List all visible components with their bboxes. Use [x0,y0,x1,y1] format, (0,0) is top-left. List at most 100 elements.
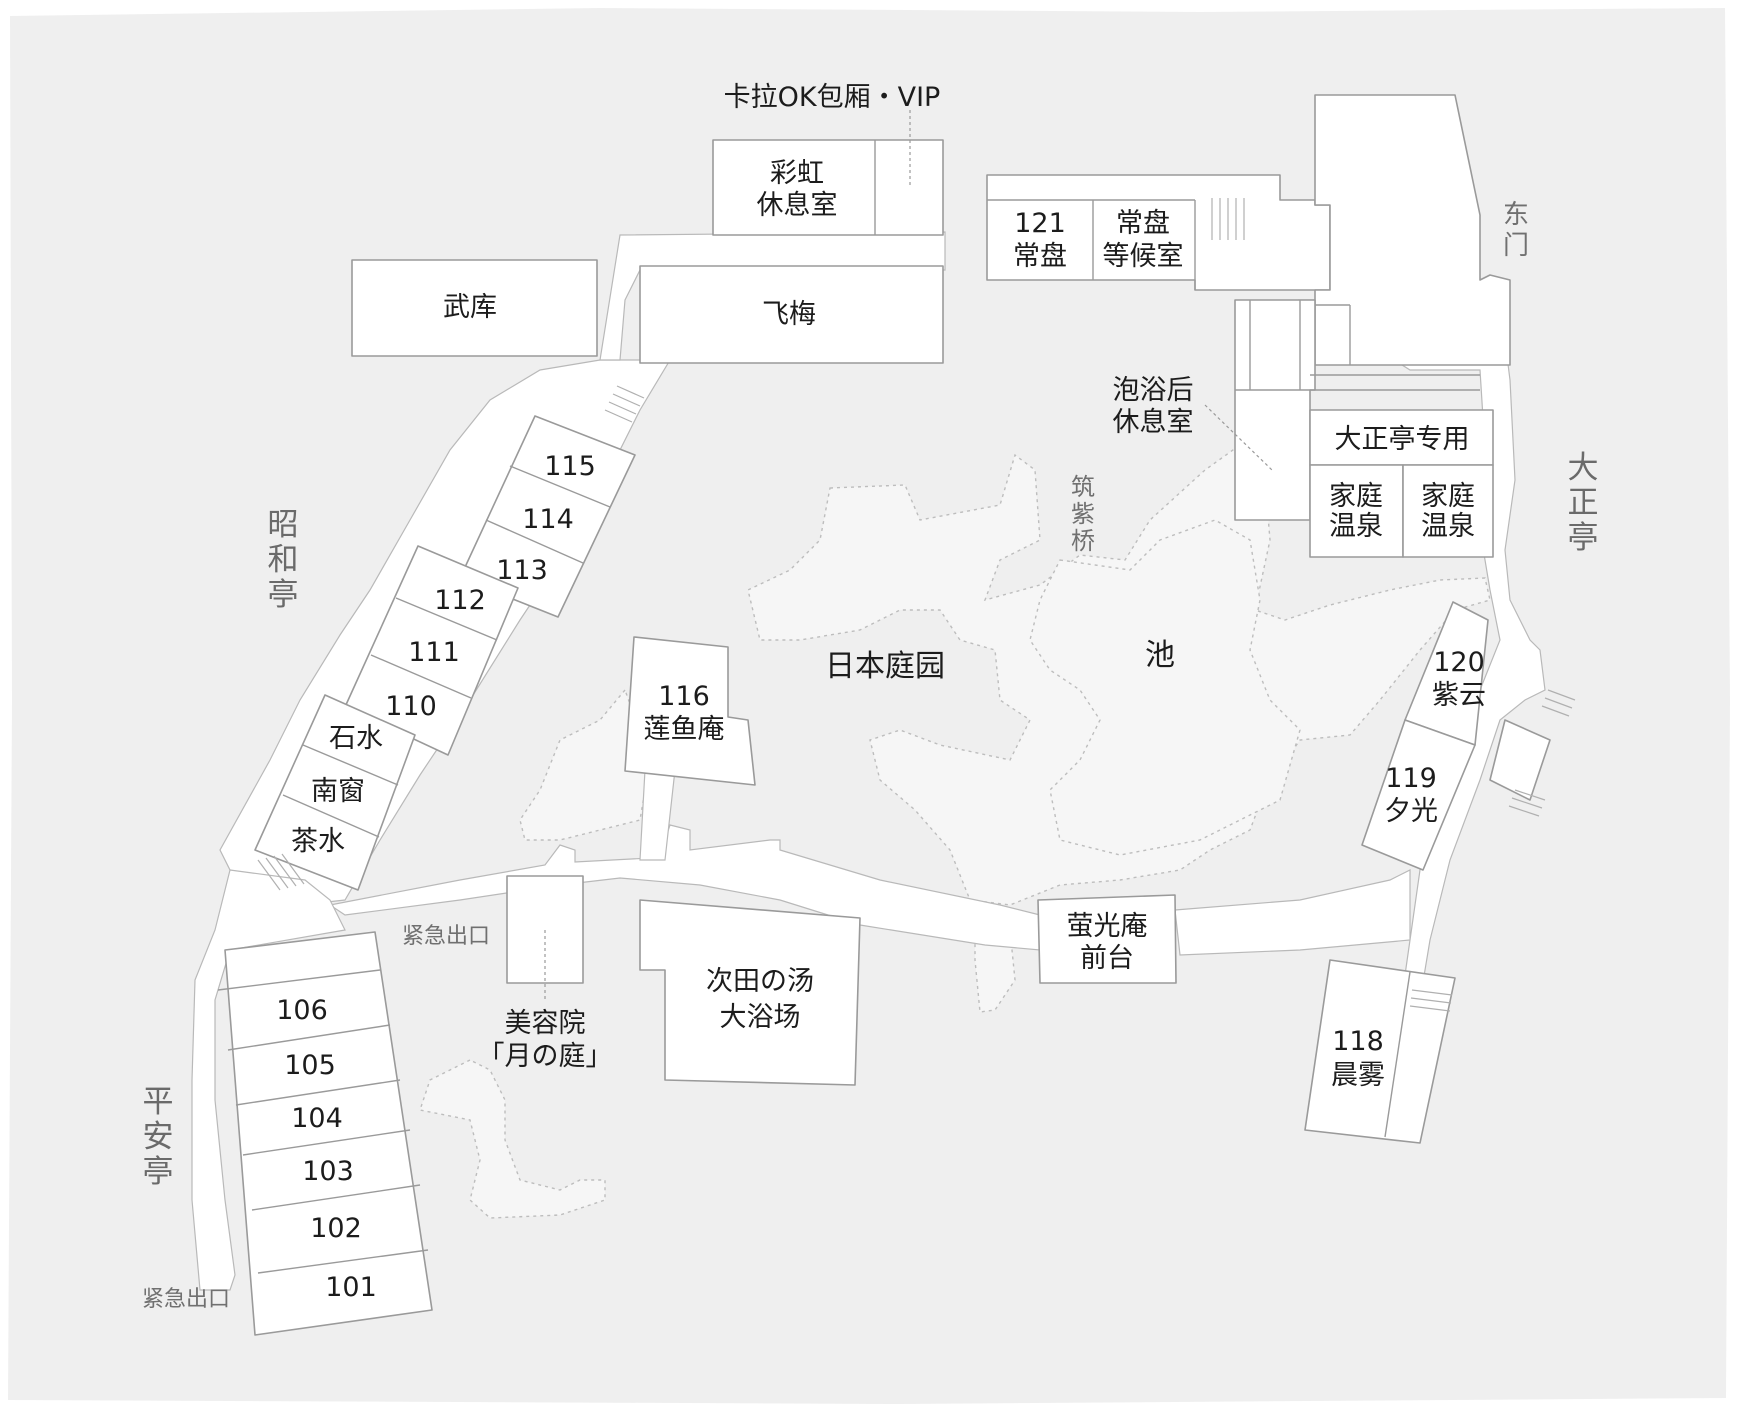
east-wing-block [1314,94,1511,366]
after-bath-label-1: 泡浴后 [1113,375,1194,406]
heian-wing [217,931,433,1336]
taisho-only-label: 大正亭专用 [1335,424,1470,455]
armory-room[interactable] [351,259,598,357]
room-chasui-label: 茶水 [291,826,345,857]
room-block-110-112[interactable] [344,545,519,756]
room-block-101-106[interactable] [224,931,433,1336]
beauty-salon[interactable] [506,875,584,984]
room-111-label: 111 [408,637,460,668]
garden-area-west [519,688,651,841]
taisho-only-room[interactable] [1309,409,1494,466]
grand-bath-label-1: 次田の汤 [706,966,814,997]
room-121-number: 121 [1014,208,1066,239]
tokiwa-waiting-label-1: 常盘 [1116,208,1170,239]
front-desk-label-1: 萤光庵 [1067,911,1148,942]
room-116-name: 莲鱼庵 [644,714,725,745]
emergency-exit-label-2: 紧急出口 [142,1287,230,1312]
taisho-label-char-1: 大 [1568,450,1599,486]
room-119-number: 119 [1385,763,1437,794]
taisho-label-char-2: 正 [1568,485,1599,521]
taisho-label-char-3: 亭 [1568,520,1599,556]
taisho-wing-label: 大 正 亭 [1568,450,1599,556]
room-120-number: 120 [1433,647,1485,678]
room-103-label: 103 [302,1156,354,1187]
corridor-main [328,824,1041,951]
rainbow-lounge-label-1: 彩虹 [770,158,824,189]
room-119-name: 夕光 [1384,796,1438,827]
room-116[interactable] [624,636,756,786]
stairs-taisho-upper [1541,689,1576,717]
room-104-label: 104 [291,1103,343,1134]
room-115-label: 115 [544,451,596,482]
beauty-salon-label-1: 美容院 [505,1008,586,1039]
karaoke-block [712,110,944,236]
heian-label-char-3: 亭 [143,1154,174,1190]
heian-wing-label: 平 安 亭 [143,1084,174,1190]
grand-bath[interactable] [639,899,861,1086]
room-block-chasui[interactable] [254,694,416,891]
pond-area [1029,519,1301,856]
room-118[interactable] [1304,959,1456,1144]
tokiwa-block [986,174,1331,291]
bridge-label-char-1: 筑 [1071,473,1095,501]
room-101-label: 101 [325,1272,377,1303]
room-121-name: 常盘 [1013,241,1067,272]
family-bath-b[interactable] [1402,464,1494,558]
tokiwa-waiting-label-2: 等候室 [1103,241,1184,272]
after-bath-lounge[interactable] [1234,299,1316,521]
family-bath-a-label-1: 家庭 [1329,481,1383,512]
room-110-label: 110 [385,691,437,722]
room-106-label: 106 [276,995,328,1026]
feimei-room[interactable] [639,265,944,364]
stairs-showa-north [604,385,645,423]
room-113-label: 113 [496,555,548,586]
room-112-label: 112 [434,585,486,616]
after-bath-label-2: 休息室 [1113,407,1194,438]
east-gate-label: 东 门 [1503,200,1529,261]
room-118-number: 118 [1332,1026,1384,1057]
room-102-label: 102 [310,1213,362,1244]
room-block-113-115[interactable] [459,415,636,618]
showa-wing [254,385,645,891]
rainbow-lounge[interactable] [712,139,944,236]
heian-label-char-1: 平 [143,1084,174,1120]
japanese-garden-label: 日本庭园 [825,649,945,684]
feimei-label: 飞梅 [762,299,816,330]
taisho-annex[interactable] [1489,719,1551,801]
family-bath-b-label-1: 家庭 [1421,481,1475,512]
emergency-exit-label-1: 紧急出口 [402,924,490,949]
room-114-label: 114 [522,504,574,535]
stairs-showa-south [257,853,305,891]
east-gate-label-char-1: 东 [1503,200,1529,230]
heian-label-char-2: 安 [143,1119,174,1155]
room-120-name: 紫云 [1432,680,1486,711]
showa-wing-label: 昭 和 亭 [268,507,299,613]
armory-label: 武库 [443,292,497,323]
rainbow-lounge-label-2: 休息室 [757,190,838,221]
showa-label-char-3: 亭 [268,577,299,613]
stairs-118 [1409,989,1453,1012]
corridor-north [599,231,946,361]
room-116-number: 116 [658,681,710,712]
family-bath-b-label-2: 温泉 [1421,511,1475,542]
room-119[interactable] [1361,719,1476,871]
room-sekisui-label: 石水 [329,723,383,754]
family-bath-a[interactable] [1309,464,1404,558]
room-118-name: 晨雾 [1331,1060,1385,1091]
corridor-east [1174,869,1411,956]
garden-area-south [419,1059,606,1219]
corridor-heian [191,869,346,1291]
pond-label: 池 [1145,638,1175,673]
stairs-taisho-lower [1508,789,1546,817]
showa-label-char-1: 昭 [268,507,299,543]
front-desk[interactable] [1037,894,1177,984]
taisho-bath-block [1309,409,1494,558]
bridge-label: 筑 紫 桥 [1071,473,1095,555]
room-nanso-label: 南窗 [311,776,365,807]
grand-bath-label-2: 大浴场 [720,1002,801,1033]
karaoke-label: 卡拉OK包厢・VIP [724,82,941,113]
bridge-label-char-3: 桥 [1071,527,1095,555]
front-desk-label-2: 前台 [1080,943,1134,974]
family-bath-a-label-2: 温泉 [1329,511,1383,542]
